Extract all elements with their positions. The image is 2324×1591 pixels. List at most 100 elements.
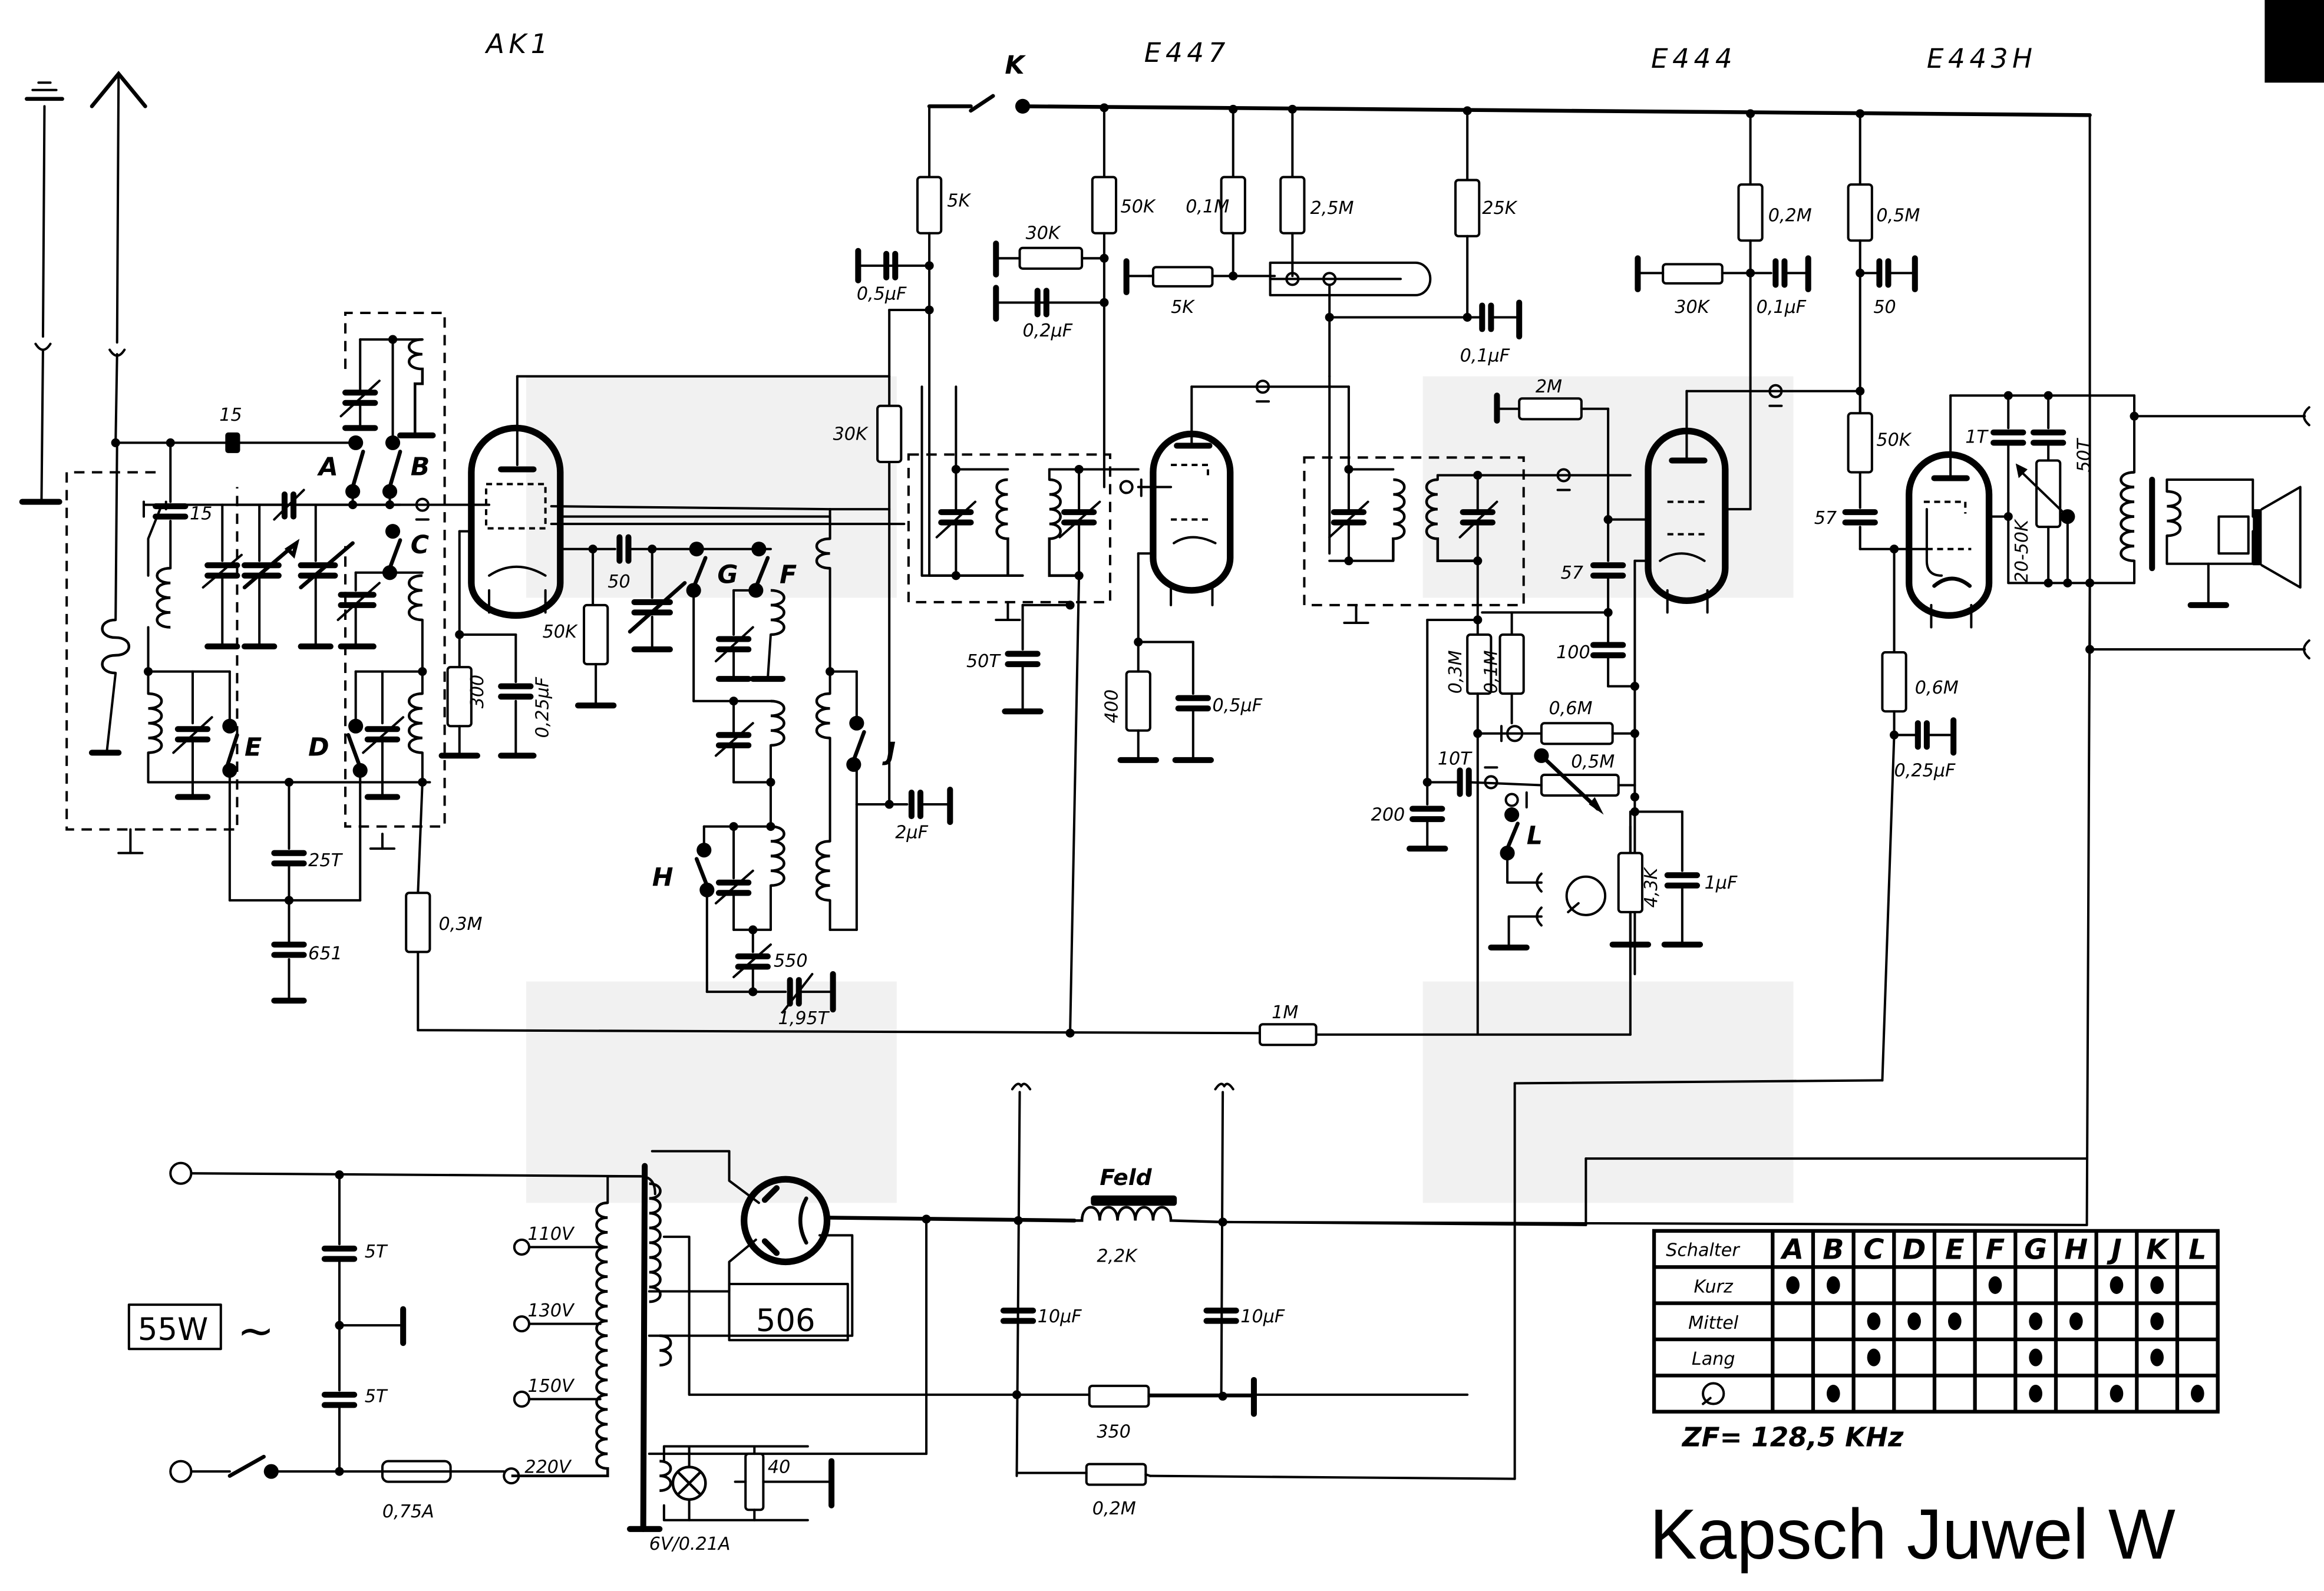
intermediate-frequency-label: ZF= 128,5 KHz (1681, 1422, 1904, 1453)
switch-e[interactable]: E (222, 670, 262, 902)
cap-label-10uf-b: 10µF (1240, 1306, 1285, 1327)
cap-label-01uf-b: 0,1µF (1757, 297, 1807, 318)
cap-label-5t-a: 5T (365, 1242, 388, 1262)
cap-label-100: 100 (1556, 642, 1590, 663)
tap-label-220v: 220V (524, 1457, 572, 1478)
res-label-02m: 0,2M (1768, 206, 1812, 226)
res-label-06m-det: 0,6M (1549, 698, 1592, 719)
power-rating-label: 55W (138, 1312, 208, 1348)
pilot-lamp (671, 1465, 707, 1501)
volume-potentiometer[interactable] (1269, 261, 1432, 296)
tube-label-e443h: E443H (1927, 43, 2037, 74)
res-label-43k: 4,3K (1641, 867, 1662, 908)
tube-label-ak1: AK1 (484, 28, 552, 60)
tube-e444 (1645, 390, 1729, 614)
switch-d[interactable]: D (308, 670, 368, 902)
switch-closed-dot (2190, 1384, 2204, 1403)
tone-potentiometer[interactable] (2015, 459, 2075, 529)
res-label-01m-det: 0,1M (1481, 650, 1501, 694)
switch-k[interactable]: K (969, 51, 1031, 114)
switch-label-k: K (1005, 51, 1026, 80)
switch-label-c: C (411, 530, 429, 560)
res-label-03m: 0,3M (439, 914, 483, 935)
switch-closed-dot (2029, 1348, 2042, 1366)
logo-fragment (2264, 0, 2324, 83)
switch-closed-dot (1867, 1312, 1881, 1331)
filter-section (1000, 1082, 2088, 1486)
output-transformer (2120, 394, 2254, 608)
switch-closed-dot (2110, 1276, 2124, 1294)
pickup-icon (1702, 1382, 1725, 1405)
res-label-50k-out: 50K (1876, 430, 1912, 450)
cap-label-02uf: 0,2µF (1023, 321, 1073, 341)
switch-f[interactable]: F (748, 542, 797, 598)
res-label-50k: 50K (543, 622, 578, 642)
power-switch[interactable] (227, 1454, 279, 1479)
table-column-header: K (2146, 1234, 2170, 1266)
switch-g[interactable]: G (686, 542, 738, 598)
tube-e447 (1150, 385, 1234, 606)
switch-h[interactable]: H (652, 825, 715, 993)
switch-a[interactable]: A (317, 435, 365, 506)
mains-input (169, 1161, 642, 1483)
switch-label-d: D (308, 732, 329, 762)
choke-value-label: 2,2K (1097, 1246, 1138, 1267)
res-label-06m-out: 0,6M (1915, 678, 1959, 698)
cap-label-50t-out: 50T (2074, 437, 2095, 472)
switch-closed-dot (1826, 1276, 1840, 1294)
switch-c[interactable]: C (382, 524, 429, 580)
switch-closed-dot (2029, 1312, 2042, 1331)
switch-label-e: E (245, 732, 262, 762)
ac-symbol: ~ (237, 1305, 274, 1356)
tube-e443h (1906, 394, 1993, 629)
cap-label-10uf-a: 10µF (1038, 1306, 1082, 1327)
tube-label-506: 506 (756, 1303, 816, 1339)
res-label-20-50k: 20-50K (2012, 519, 2032, 583)
res-label-25m: 2,5M (1310, 198, 1354, 219)
switch-l[interactable]: L (1500, 791, 1543, 861)
pickup-icon-stroke (1702, 1397, 1712, 1405)
cap-label-550: 550 (774, 951, 808, 972)
cap-label-200: 200 (1371, 805, 1405, 826)
cap-label-57-out: 57 (1814, 508, 1837, 529)
res-label-50k-top: 50K (1121, 197, 1156, 217)
voltage-taps: 110V 130V 150V 220V (503, 1224, 602, 1485)
switch-closed-dot (1907, 1312, 1921, 1331)
cap-label-10t: 10T (1438, 748, 1473, 769)
switch-closed-dot (2150, 1276, 2164, 1294)
tap-label-110v: 110V (527, 1224, 575, 1245)
res-label-5k: 5K (947, 191, 971, 212)
cap-label-05uf-if: 0,5µF (1213, 695, 1263, 716)
switch-closed-dot (1867, 1348, 1881, 1366)
table-row-label: Kurz (1694, 1276, 1734, 1297)
switch-closed-dot (2029, 1384, 2042, 1403)
cap-label-2uf: 2µF (895, 823, 928, 843)
earth-terminal (19, 81, 64, 505)
table-column-header: B (1823, 1234, 1844, 1266)
res-label-05m-det: 0,5M (1571, 751, 1615, 772)
res-label-25k: 25K (1482, 198, 1517, 219)
table-column-header: A (1780, 1234, 1804, 1266)
table-column-header: D (1903, 1234, 1926, 1266)
switch-b[interactable]: B (382, 435, 430, 506)
cap-label-025uf-out: 0,25µF (1894, 760, 1956, 781)
cap-label-01uf-a: 0,1µF (1460, 346, 1510, 367)
lamp-label: 6V/0.21A (649, 1534, 731, 1554)
pickup-icon (1565, 875, 1607, 916)
cap-label-25t: 25T (308, 850, 343, 871)
tube-label-e447: E447 (1144, 37, 1230, 68)
cap-label-50t: 50T (966, 651, 1001, 672)
tube-label-e444: E444 (1651, 43, 1737, 74)
res-label-400: 400 (1101, 689, 1122, 723)
cap-label-025uf: 0,25µF (533, 676, 553, 738)
antenna-terminal (90, 71, 147, 444)
cap-label-15: 15 (190, 504, 212, 524)
rectifier-tube-506 (728, 1176, 849, 1342)
power-rating-box: 55W ~ (127, 1303, 275, 1356)
switch-label-l: L (1527, 821, 1543, 851)
tap-label-130v: 130V (527, 1300, 575, 1321)
switch-closed-dot (1826, 1384, 1840, 1403)
res-label-30k-a: 30K (833, 424, 869, 444)
